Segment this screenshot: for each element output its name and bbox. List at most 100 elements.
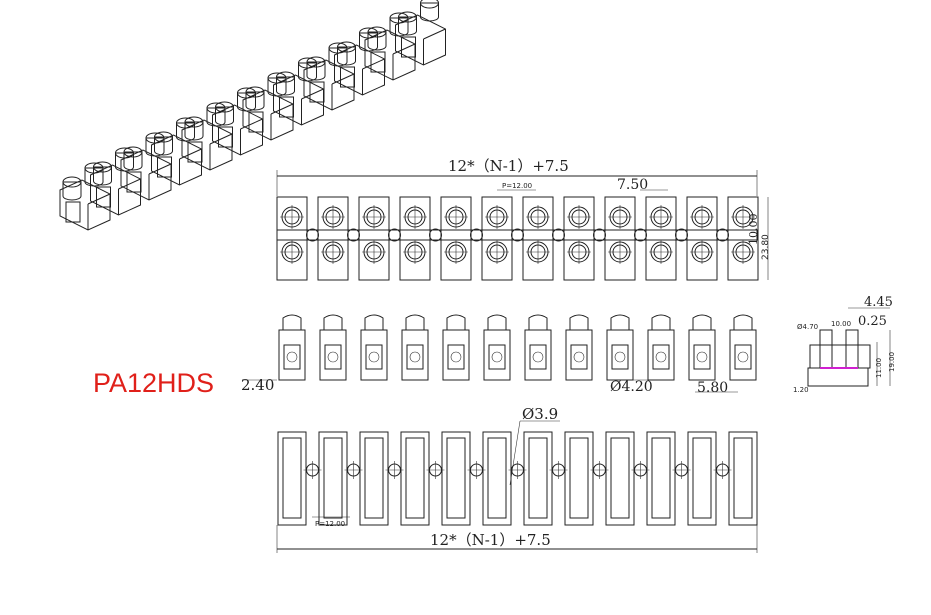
iso-pole bbox=[273, 57, 324, 126]
mounting-hole bbox=[470, 228, 483, 242]
screw-terminal bbox=[362, 205, 386, 229]
left-dim: 2.40 bbox=[241, 376, 274, 394]
screw-terminal bbox=[403, 240, 427, 264]
iso-screw bbox=[145, 137, 165, 157]
mounting-hole bbox=[347, 228, 360, 242]
pole-side bbox=[524, 329, 552, 381]
wire-entry bbox=[283, 344, 301, 370]
iso-screw bbox=[93, 166, 112, 186]
wire-entry bbox=[734, 344, 752, 370]
wire-entry bbox=[406, 344, 424, 370]
pole-slot bbox=[733, 437, 753, 519]
screw-terminal bbox=[280, 240, 304, 264]
overall-dim-bottom: 12*（N-1）+7.5 bbox=[430, 531, 551, 549]
screw-head bbox=[569, 314, 589, 330]
gap-dim: 7.50 bbox=[617, 177, 648, 193]
iso-screw bbox=[115, 152, 134, 172]
pole-slot bbox=[405, 437, 425, 519]
height-dim: 23.80 bbox=[761, 234, 771, 260]
mounting-hole bbox=[675, 228, 688, 242]
pole-bottom bbox=[687, 431, 717, 526]
iso-screw-top bbox=[389, 12, 409, 24]
mounting-hole bbox=[429, 228, 442, 242]
wire-entry bbox=[611, 344, 629, 370]
pole-body bbox=[440, 196, 472, 281]
screw-head bbox=[487, 314, 507, 330]
screw-terminal bbox=[321, 240, 345, 264]
wire-entry bbox=[529, 344, 547, 370]
section-dia: Ø4.70 bbox=[797, 323, 818, 331]
iso-screw bbox=[367, 31, 387, 51]
pole-body bbox=[563, 196, 595, 281]
pole-bottom bbox=[441, 431, 471, 526]
iso-screw bbox=[337, 46, 356, 66]
iso-screw bbox=[398, 16, 417, 36]
screw-head bbox=[692, 314, 712, 330]
iso-screw-top bbox=[298, 57, 317, 69]
isometric-view bbox=[59, 0, 446, 231]
pole-slot bbox=[528, 437, 548, 519]
pole-body bbox=[358, 196, 390, 281]
pole-side bbox=[278, 329, 306, 381]
pole-side bbox=[442, 329, 470, 381]
iso-screw bbox=[84, 167, 104, 187]
wire-hole bbox=[286, 351, 298, 363]
screw-terminal bbox=[649, 240, 673, 264]
pole-bottom bbox=[482, 431, 512, 526]
iso-screw bbox=[420, 2, 439, 22]
wire-hole bbox=[532, 351, 544, 363]
pole-bottom bbox=[728, 431, 758, 526]
iso-screw bbox=[176, 122, 195, 142]
screw-head bbox=[323, 314, 343, 330]
pole-body bbox=[686, 196, 718, 281]
pole-side bbox=[401, 329, 429, 381]
pole-body bbox=[317, 196, 349, 281]
pitch-label-top: P=12.00 bbox=[502, 182, 532, 190]
screw-terminal bbox=[321, 205, 345, 229]
screw-terminal bbox=[485, 205, 509, 229]
iso-screw-top bbox=[237, 87, 256, 99]
screw-terminal bbox=[526, 240, 550, 264]
pole-side bbox=[483, 329, 511, 381]
iso-pole bbox=[242, 72, 294, 141]
bottom-view: Ø3.9 P=12.00 12*（N-1）+7.5 bbox=[276, 405, 758, 553]
iso-screw bbox=[245, 91, 265, 111]
pole-body bbox=[604, 196, 636, 281]
iso-pole bbox=[151, 117, 202, 186]
iso-screw-top bbox=[359, 27, 378, 39]
iso-screw bbox=[215, 106, 234, 126]
pole-body bbox=[481, 196, 513, 281]
pitch-label-bottom: P=12.00 bbox=[315, 520, 345, 528]
wire-hole bbox=[696, 351, 708, 363]
iso-screw bbox=[184, 121, 204, 141]
pole-slot bbox=[692, 437, 712, 519]
screw-terminal bbox=[444, 240, 468, 264]
pole-slot bbox=[487, 437, 507, 519]
pole-slot bbox=[282, 437, 302, 519]
pole-side bbox=[360, 329, 388, 381]
hole-dia-bottom: Ø3.9 bbox=[522, 405, 558, 423]
wire-hole bbox=[409, 351, 421, 363]
pole-bottom bbox=[359, 431, 389, 526]
screw-head bbox=[733, 314, 753, 330]
wire-hole bbox=[573, 351, 585, 363]
iso-screw-top bbox=[145, 132, 165, 144]
wire-hole bbox=[450, 351, 462, 363]
iso-screw-top bbox=[84, 162, 104, 174]
iso-screw bbox=[62, 181, 82, 201]
screw-terminal bbox=[649, 205, 673, 229]
iso-screw-top bbox=[267, 72, 287, 84]
wire-hole bbox=[614, 351, 626, 363]
section-spacing: 10.00 bbox=[831, 320, 851, 328]
wire-entry bbox=[488, 344, 506, 370]
pole-bottom bbox=[523, 431, 553, 526]
screw-head bbox=[446, 314, 466, 330]
iso-screw bbox=[276, 76, 295, 96]
section-height-inner: 11.00 bbox=[875, 358, 883, 378]
screw-terminal bbox=[526, 205, 550, 229]
side-view: 2.40 Ø4.20 5.80 bbox=[241, 314, 757, 396]
section-base: 1.20 bbox=[793, 386, 809, 394]
mounting-hole bbox=[388, 228, 401, 242]
pole-side bbox=[647, 329, 675, 381]
screw-terminal bbox=[731, 205, 755, 229]
